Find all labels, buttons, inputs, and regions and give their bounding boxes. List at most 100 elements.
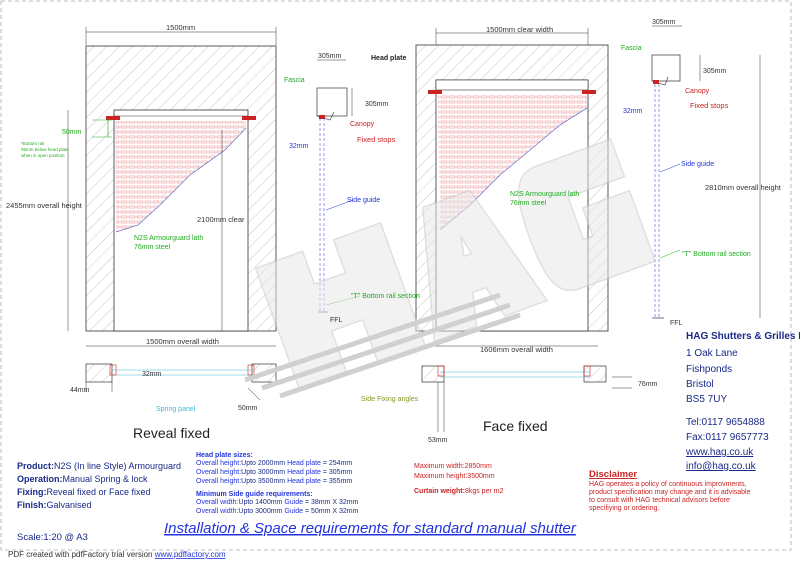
section2-h305: 305mm [703, 68, 727, 75]
face-lath-1: N2S Armourguard lath [510, 191, 579, 198]
company-web[interactable]: www.hag.co.uk [685, 447, 754, 458]
face-overall-width: 1606mm overall width [480, 345, 553, 354]
curtain-value: 8kgs per m2 [465, 488, 504, 495]
spec-finish: Finish:Galvanised [17, 500, 92, 510]
disclaimer-line-1: HAG operates a policy of continuous impr… [589, 481, 747, 488]
section1-fascia: Fascia [284, 77, 305, 84]
guide-cell-b: Upto 3000mm [238, 508, 284, 515]
spec-finish-value: Galvanised [47, 500, 92, 510]
head-sizes-title: Head plate sizes: [196, 452, 253, 459]
reveal-overall-height: 2455mm overall height [6, 201, 83, 210]
section1-side-guide: Side guide [347, 197, 380, 204]
disclaimer-line-2: product specification may change and it … [589, 489, 751, 496]
head-cell-b: Upto 3000mm [241, 469, 287, 476]
reveal-note-2: 35mm below head plate [21, 147, 69, 152]
head-sizes-rows: Overall height:Upto 2000mm Head plate = … [196, 460, 352, 485]
head-cell-a: Overall height: [196, 469, 241, 476]
face-plan-53: 53mm [428, 437, 448, 444]
face-side-fixing: Side Fixing angles [361, 396, 419, 403]
limit-max-height: Maximum height:3500mm [414, 473, 495, 480]
company-addr-2: Fishponds [686, 364, 732, 375]
spec-product: Product:N2S (In line Style) Armourguard [17, 461, 181, 471]
guide-cell-a: Overall width: [196, 508, 238, 515]
section2-side-guide: Side guide [681, 161, 714, 168]
max-height-value: 3500mm [467, 473, 494, 480]
face-plan [421, 345, 632, 432]
section2-dim-32: 32mm [623, 108, 643, 115]
spec-fixing-label: Fixing: [17, 487, 47, 497]
head-cell-d: = 254mm [321, 460, 352, 467]
head-cell-b: Upto 3500mm [241, 478, 287, 485]
guide-cell-b: Upto 1400mm [238, 499, 284, 506]
section2-ffl: FFL [670, 320, 683, 327]
section1-ffl: FFL [330, 317, 343, 324]
section1-canopy: Canopy [350, 121, 375, 128]
face-lath-2: 76mm steel [510, 200, 547, 207]
section2-overall-height: 2810mm overall height [705, 183, 782, 192]
reveal-plan-32: 32mm [142, 371, 162, 378]
guide-row: Overall width:Upto 3000mm Guide = 50mm X… [196, 508, 359, 515]
reveal-elevation [67, 27, 277, 332]
spec-finish-label: Finish: [17, 500, 47, 510]
head-cell-a: Overall height: [196, 478, 241, 485]
curtain-label: Curtain weight: [414, 488, 465, 495]
section1-dim-32: 32mm [289, 143, 309, 150]
spec-operation-value: Manual Spring & lock [63, 474, 149, 484]
spec-operation: Operation:Manual Spring & lock [17, 474, 148, 484]
page-title: Installation & Space requirements for st… [164, 520, 577, 537]
head-row: Overall height:Upto 3500mm Head plate = … [196, 478, 352, 485]
guide-req-rows: Overall width:Upto 1400mm Guide = 38mm X… [196, 499, 359, 515]
max-height-label: Maximum height: [414, 473, 467, 480]
reveal-plan [85, 345, 277, 401]
reveal-overall-width: 1500mm overall width [146, 337, 219, 346]
spec-operation-label: Operation: [17, 474, 63, 484]
spec-scale: Scale:1:20 @ A3 [17, 532, 88, 543]
section1-head-plate: Head plate [371, 55, 407, 62]
max-width-value: 2850mm [465, 463, 492, 470]
section2-t-bottom: "T" Bottom rail section [682, 251, 751, 258]
reveal-note-1: *Bottom rail [21, 141, 44, 146]
company-email[interactable]: info@hag.co.uk [686, 461, 757, 472]
guide-req-title: Minimum Side guide requirements: [196, 491, 313, 498]
section1-h305: 305mm [365, 101, 389, 108]
reveal-dim-50: 50mm [62, 129, 82, 136]
footer-link[interactable]: www.pdffactory.com [154, 550, 226, 559]
max-width-label: Maximum width: [414, 463, 465, 470]
limit-curtain-weight: Curtain weight:8kgs per m2 [414, 488, 504, 495]
reveal-width-top: 1500mm [166, 23, 195, 32]
section-2 [651, 25, 761, 319]
section2-canopy: Canopy [685, 88, 710, 95]
head-row: Overall height:Upto 3000mm Head plate = … [196, 469, 352, 476]
guide-cell-c: Guide [284, 508, 303, 515]
guide-cell-c: Guide [284, 499, 303, 506]
reveal-clear: 2100mm clear [197, 215, 245, 224]
company-addr-4: BS5 7UY [686, 394, 727, 405]
head-cell-a: Overall height: [196, 460, 241, 467]
head-cell-c: Head plate [287, 469, 321, 476]
face-clear-width: 1500mm clear width [486, 25, 553, 34]
section1-w305: 305mm [318, 53, 342, 60]
face-caption: Face fixed [483, 418, 548, 434]
reveal-lath-1: N2S Armourguard lath [134, 235, 203, 242]
section1-fixed-stops: Fixed stops [357, 135, 396, 144]
limit-max-width: Maximum width:2850mm [414, 463, 492, 470]
section1-t-bottom: "T" Bottom rail section [351, 293, 420, 300]
guide-cell-a: Overall width: [196, 499, 238, 506]
company-addr-1: 1 Oak Lane [686, 348, 738, 359]
reveal-note-3: when in open position [21, 153, 65, 158]
head-cell-b: Upto 2000mm [241, 460, 287, 467]
spec-fixing: Fixing:Reveal fixed or Face fixed [17, 487, 151, 497]
reveal-plan-44: 44mm [70, 387, 90, 394]
section2-fascia: Fascia [621, 45, 642, 52]
company-name: HAG Shutters & Grilles Ltd [686, 331, 800, 342]
head-cell-c: Head plate [287, 478, 321, 485]
spec-product-label: Product: [17, 461, 54, 471]
guide-row: Overall width:Upto 1400mm Guide = 38mm X… [196, 499, 359, 506]
section2-fixed-stops: Fixed stops [690, 101, 729, 110]
watermark-stripes [244, 292, 521, 399]
spec-product-value: N2S (In line Style) Armourguard [54, 461, 181, 471]
footer-text: PDF created with pdfFactory trial versio… [8, 550, 155, 559]
head-cell-c: Head plate [287, 460, 321, 467]
head-cell-d: = 355mm [321, 478, 352, 485]
